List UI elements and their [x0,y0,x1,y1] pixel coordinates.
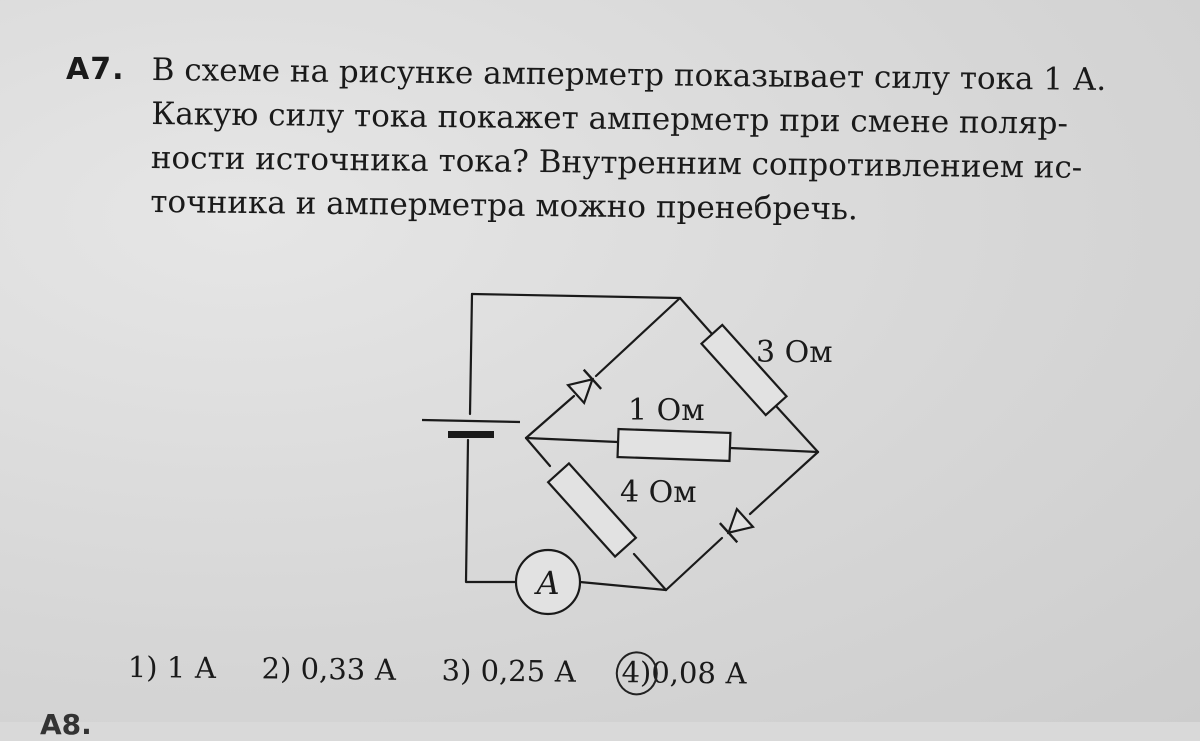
battery [421,418,521,438]
wire-left-upper [468,292,474,416]
resistor-3-ohm [699,323,789,417]
wire-right-bottom-b [664,536,724,592]
wire-mid-a [524,436,620,444]
battery-long-plate [421,418,521,424]
answer-option-3-value: 0,25 А [480,653,577,689]
diode-upper [565,368,603,406]
answer-option-4-value: 0,08 А [651,655,748,691]
circuit-diagram: A 3 Ом 1 Ом 4 Ом [421,292,833,616]
wire-left-lower [464,438,518,584]
answer-option-3-number: 3) [441,653,472,688]
wire-top-right-a [678,296,714,336]
handwritten-circle-mark [615,651,658,696]
wire-mid-b [728,446,820,454]
answer-option-2-number: 2) [261,651,292,686]
resistor-4-ohm [546,461,638,559]
next-problem-cut-off: А8. [40,708,92,741]
answer-option-2-value: 0,33 А [300,651,397,687]
wire-left-bottom-b [632,552,668,592]
problem-text: В схеме на рисунке амперметр показывает … [150,48,1152,234]
problem-number: А7. [66,52,125,87]
answer-option-1-value: 1 А [166,650,217,685]
answer-option-2: 2) 0,33 А [261,651,396,686]
label-3-ohm: 3 Ом [756,335,833,370]
resistor-1-ohm [616,427,732,463]
answer-option-4-number: 4) [615,651,658,696]
answer-option-4: 4)0,08 А [615,651,748,696]
wire-left-bottom-a [524,436,552,468]
answer-option-1-number: 1) [127,650,158,685]
ammeter-label: A [533,564,559,602]
answer-option-1: 1) 1 А [128,650,217,685]
label-4-ohm: 4 Ом [620,475,697,510]
battery-short-plate [448,431,494,438]
wire-top-left-b [524,394,576,440]
wire-top [470,292,682,300]
label-1-ohm: 1 Ом [628,393,705,428]
answer-option-3: 3) 0,25 А [441,653,576,688]
wire-bottom [578,580,668,592]
wire-right-bottom-a [748,450,820,516]
wire-top-right-b [774,404,820,454]
diode-lower [718,506,756,544]
ammeter: A [514,548,582,616]
answer-options: 1) 1 А 2) 0,33 А 3) 0,25 А 4)0,08 А [128,650,784,696]
wire-top-left-a [594,296,682,378]
